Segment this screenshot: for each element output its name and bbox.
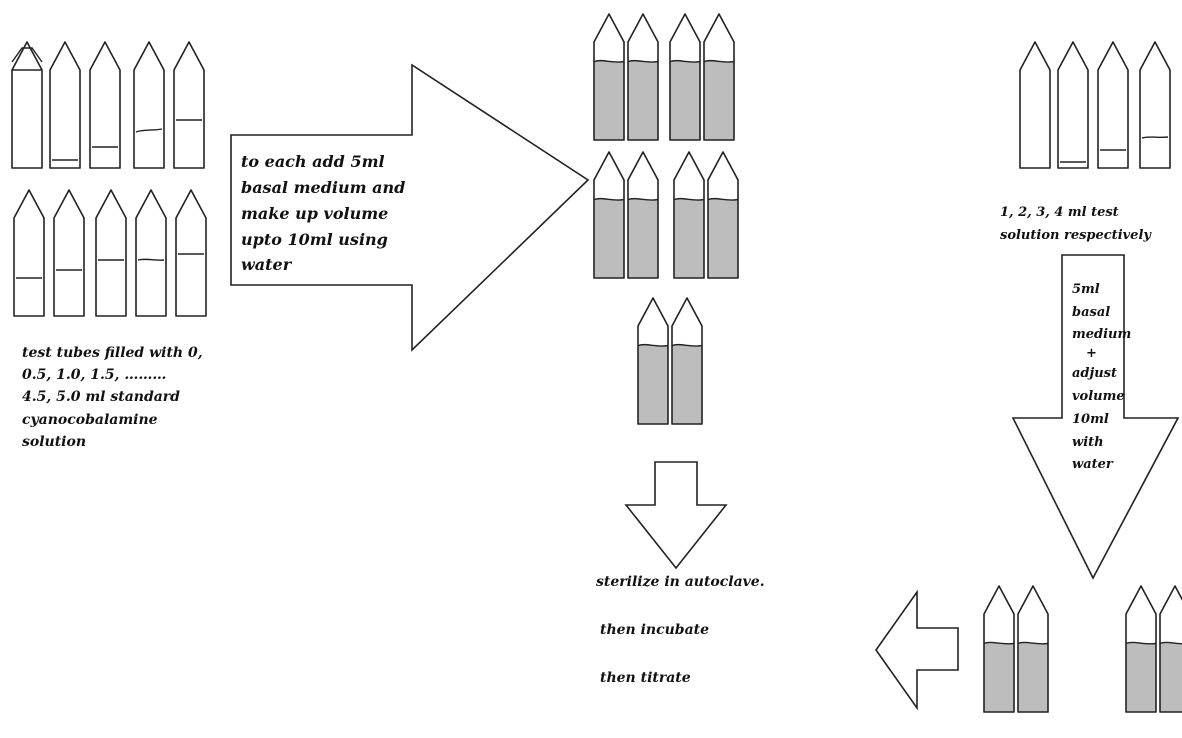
caption-line: 0.5, 1.0, 1.5, ……… — [22, 367, 166, 383]
filled-tubes — [593, 13, 739, 425]
process-step: sterilize in autoclave. — [596, 574, 765, 590]
test-medium-arrow: 5ml basal medium + adjust volume 10ml wi… — [1011, 254, 1180, 580]
sterilize-arrow — [624, 461, 728, 570]
process-steps: sterilize in autoclave. then incubate th… — [596, 574, 765, 686]
result-arrow — [875, 589, 959, 711]
arrow-text-line: + — [1086, 346, 1097, 361]
tube — [11, 41, 43, 169]
tube — [1139, 41, 1171, 169]
add-medium-arrow: to each add 5ml basal medium and make up… — [230, 63, 590, 352]
filled-tube — [627, 151, 659, 279]
arrow-text-line: volume — [1072, 389, 1125, 404]
filled-tube — [593, 13, 625, 141]
arrow-text-line: water — [1072, 457, 1114, 472]
tube — [49, 41, 81, 169]
standard-tubes-row-2 — [13, 189, 207, 317]
tube — [175, 189, 207, 317]
tube — [1097, 41, 1129, 169]
arrow-text-line: medium — [1072, 327, 1131, 342]
process-step: then titrate — [600, 670, 691, 686]
tube — [133, 41, 165, 169]
tube — [13, 189, 45, 317]
arrow-text-line: basal — [1072, 305, 1110, 320]
caption-line: test tubes filled with 0, — [22, 345, 203, 361]
arrow-text-line: water — [241, 255, 293, 274]
arrow-text-line: adjust — [1072, 366, 1117, 381]
filled-tube — [703, 13, 735, 141]
tube — [1019, 41, 1051, 169]
filled-tube — [669, 13, 701, 141]
filled-tube — [593, 151, 625, 279]
filled-tube — [637, 297, 669, 425]
tube — [53, 189, 85, 317]
standard-tubes-row-1 — [11, 41, 205, 169]
filled-tube — [673, 151, 705, 279]
filled-tube — [1017, 585, 1049, 713]
standard-caption: test tubes filled with 0, 0.5, 1.0, 1.5,… — [22, 345, 203, 450]
filled-tube — [627, 13, 659, 141]
filled-tube — [707, 151, 739, 279]
tube — [1057, 41, 1089, 169]
caption-line: 1, 2, 3, 4 ml test — [1000, 205, 1119, 220]
caption-line: solution — [22, 434, 86, 450]
arrow-text-line: 5ml — [1072, 282, 1100, 297]
arrow-text-line: basal medium and — [241, 178, 405, 197]
tube — [95, 189, 127, 317]
arrow-text-line: 10ml — [1072, 412, 1109, 427]
tube — [89, 41, 121, 169]
caption-line: 4.5, 5.0 ml standard — [22, 389, 180, 405]
arrow-text-line: upto 10ml using — [241, 230, 388, 249]
arrow-text-line: with — [1072, 435, 1104, 450]
tube — [135, 189, 167, 317]
test-caption: 1, 2, 3, 4 ml test solution respectively — [1000, 205, 1152, 243]
filled-tube — [671, 297, 703, 425]
caption-line: cyanocobalamine — [22, 412, 158, 428]
arrow-text-line: make up volume — [241, 204, 388, 223]
bottom-filled-tubes — [983, 585, 1182, 713]
filled-tube — [1125, 585, 1157, 713]
caption-line: solution respectively — [1000, 228, 1152, 243]
filled-tube — [983, 585, 1015, 713]
process-step: then incubate — [600, 622, 709, 638]
tube — [173, 41, 205, 169]
arrow-text-line: to each add 5ml — [241, 152, 385, 171]
test-tubes — [1019, 41, 1171, 169]
filled-tube — [1159, 585, 1182, 713]
